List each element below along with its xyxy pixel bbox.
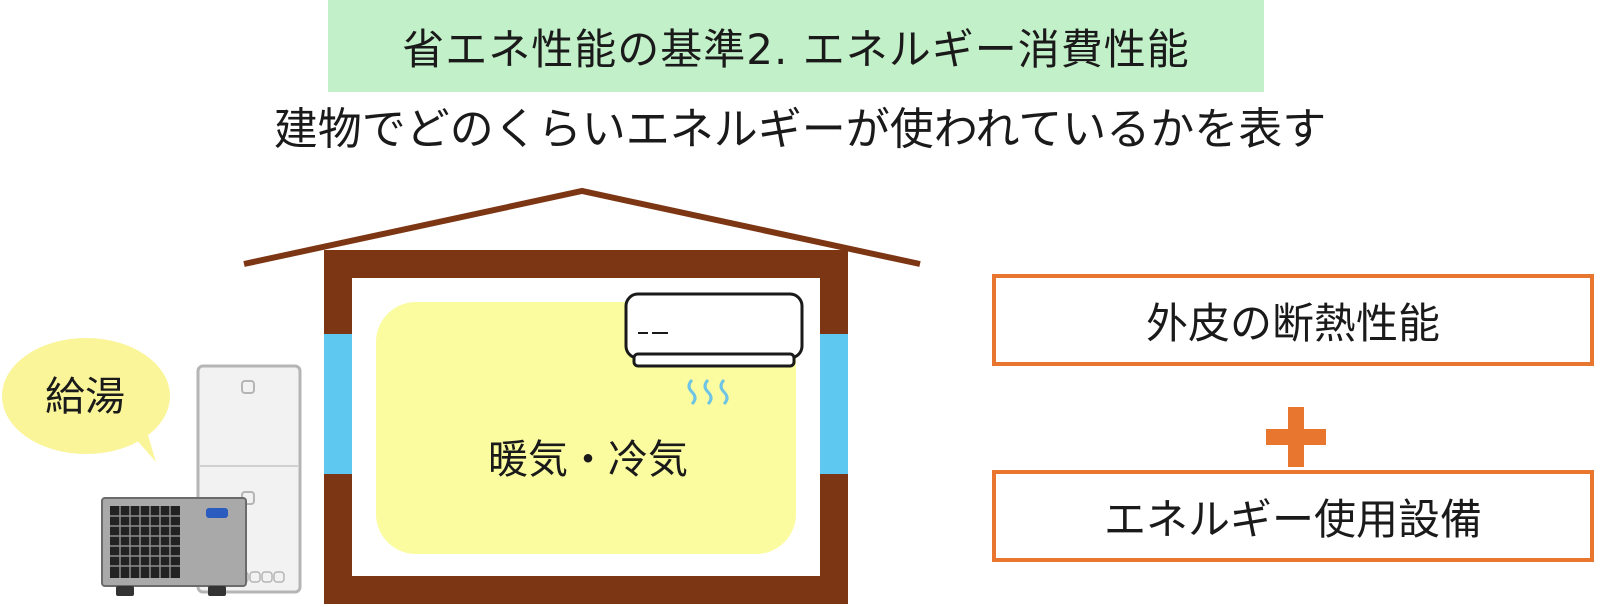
page-title: 省エネ性能の基準2. エネルギー消費性能 [328,0,1264,92]
air-conditioner-icon [624,292,804,368]
hot-water-label: 給湯 [45,374,125,420]
page-subtitle: 建物でどのくらいエネルギーが使われているかを表す [273,104,1327,155]
speech-bubble [2,338,170,462]
left-window [324,334,352,474]
airflow-icon [687,378,729,406]
plus-icon [1266,407,1326,467]
roof-line [243,187,921,267]
energy-equipment-box: エネルギー使用設備 [992,470,1594,562]
heat-pump-unit-icon [101,497,247,596]
right-window [820,334,848,474]
insulation-performance-box: 外皮の断熱性能 [992,274,1594,366]
room-label: 暖気・冷気 [488,437,688,483]
